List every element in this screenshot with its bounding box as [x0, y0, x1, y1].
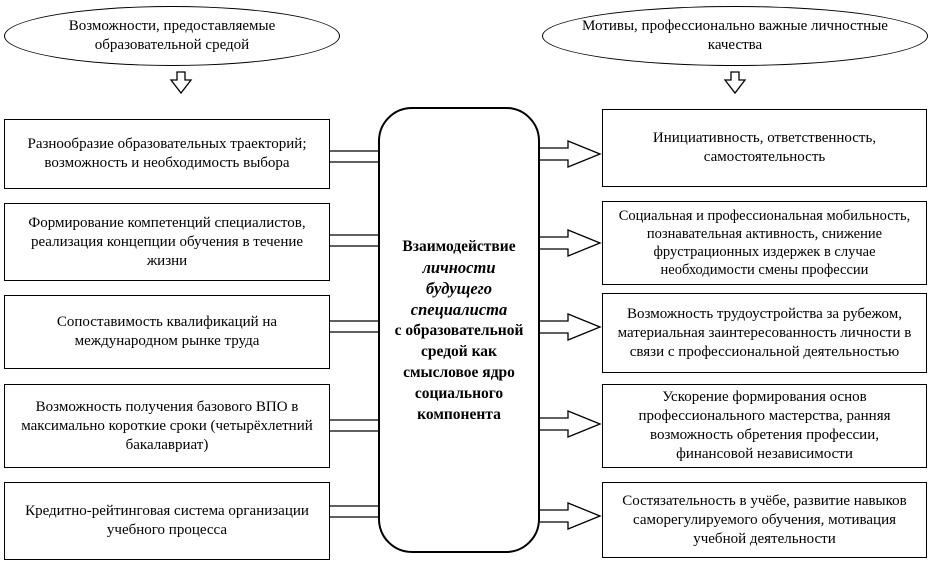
center-italic-2: будущего: [426, 278, 492, 298]
left-box-3-text: Сопоставимость квалификаций на междунаро…: [56, 314, 278, 349]
center-line1: Взаимодействие: [402, 237, 516, 255]
down-arrow-left: [169, 71, 193, 95]
right-arrow-5: [540, 502, 602, 530]
right-box-2-text: Социальная и профессиональная мобильност…: [618, 208, 911, 278]
center-italic-1: личности: [422, 257, 496, 277]
left-box-5: Кредитно-рейтинговая система организации…: [4, 482, 330, 560]
right-box-1: Инициативность, ответственность, самосто…: [602, 109, 927, 187]
right-box-5-text: Состязательность в учёбе, развитие навык…: [622, 492, 907, 547]
right-arrow-2: [540, 229, 602, 257]
right-box-3-text: Возможность трудоустройства за рубежом, …: [617, 305, 912, 360]
left-box-2: Формирование компетенций специалистов, р…: [4, 203, 330, 281]
right-box-4-text: Ускорение формирования основ профессиона…: [638, 389, 891, 462]
header-ellipse-right: Мотивы, профессионально важные личностны…: [542, 6, 928, 66]
right-arrow-3: [540, 313, 602, 341]
right-arrows: [540, 140, 602, 530]
left-box-2-text: Формирование компетенций специалистов, р…: [28, 214, 306, 269]
center-italic-3: специалиста: [410, 299, 508, 319]
right-arrow-4: [540, 410, 602, 438]
left-box-3: Сопоставимость квалификаций на междунаро…: [4, 295, 330, 369]
header-ellipse-left: Возможности, предоставляемые образовател…: [4, 6, 340, 66]
center-block: Взаимодействие личности будущего специал…: [378, 107, 540, 553]
header-right-text: Мотивы, профессионально важные личностны…: [582, 18, 888, 53]
left-box-1-text: Разнообразие образовательных траекторий;…: [27, 136, 307, 171]
header-left-text: Возможности, предоставляемые образовател…: [68, 18, 276, 53]
center-rest: с образовательной средой как смысловое я…: [394, 321, 524, 423]
left-box-4-text: Возможность получения базового ВПО в мак…: [21, 398, 313, 453]
left-box-5-text: Кредитно-рейтинговая система организации…: [25, 503, 309, 538]
right-box-3: Возможность трудоустройства за рубежом, …: [602, 293, 927, 373]
down-arrow-right: [723, 71, 747, 95]
right-box-2: Социальная и профессиональная мобильност…: [602, 201, 927, 285]
right-box-5: Состязательность в учёбе, развитие навык…: [602, 482, 927, 558]
left-connectors: [330, 150, 378, 518]
right-box-4: Ускорение формирования основ профессиона…: [602, 384, 927, 468]
left-box-4: Возможность получения базового ВПО в мак…: [4, 384, 330, 468]
right-box-1-text: Инициативность, ответственность, самосто…: [652, 130, 877, 165]
right-arrow-1: [540, 140, 602, 168]
left-box-1: Разнообразие образовательных траекторий;…: [4, 119, 330, 189]
